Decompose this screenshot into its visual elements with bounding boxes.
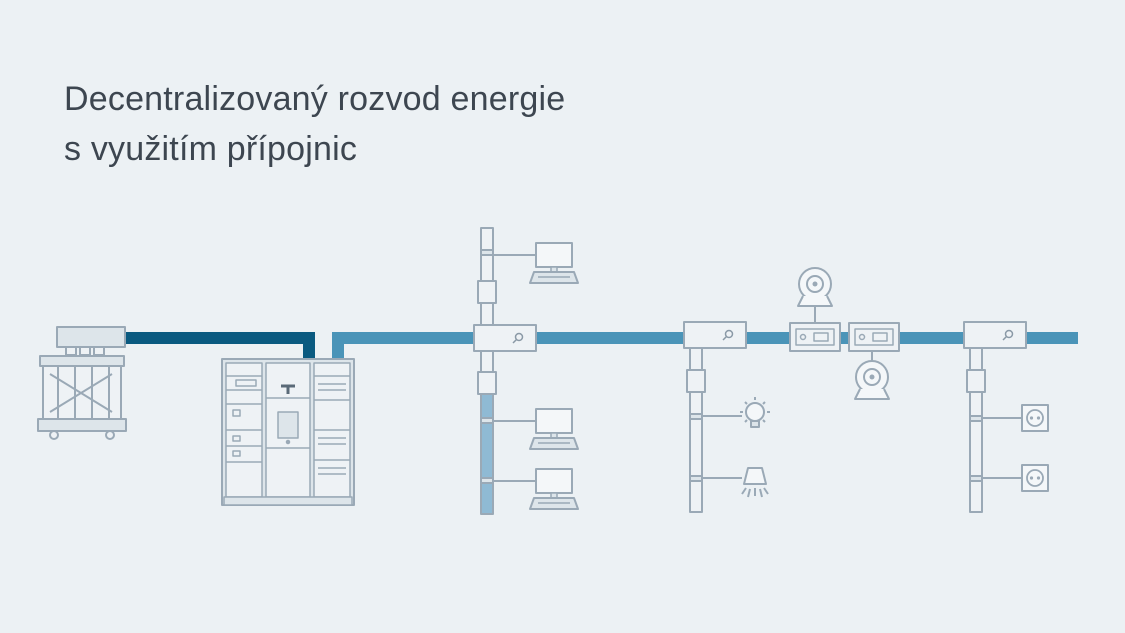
vertical-riser-1 [477,227,536,515]
switchboard-icon [221,358,355,506]
tap-off-box-icon [683,321,747,349]
vertical-riser-3 [966,347,1022,513]
title-line-1: Decentralizovaný rozvod energie [64,80,566,118]
tap-off-box-icon [963,321,1027,349]
drive-unit-icon [848,322,900,352]
computer-icon [529,242,579,284]
transformer-icon [37,326,127,440]
computer-icon [529,468,579,510]
busbar-transformer-to-switchboard [126,332,315,359]
drive-unit-icon [789,322,841,352]
vertical-riser-2 [686,347,742,513]
motor-icon [854,360,890,400]
tap-off-box-icon [473,324,537,352]
page-title: Decentralizovaný rozvod energie s využit… [64,74,565,174]
lamp-icon [740,397,770,428]
ceiling-light-icon [741,467,769,498]
computer-icon [529,408,579,450]
motor-icon [797,267,833,307]
title-line-2: s využitím přípojnic [64,130,358,168]
socket-icon [1021,464,1049,492]
socket-icon [1021,404,1049,432]
